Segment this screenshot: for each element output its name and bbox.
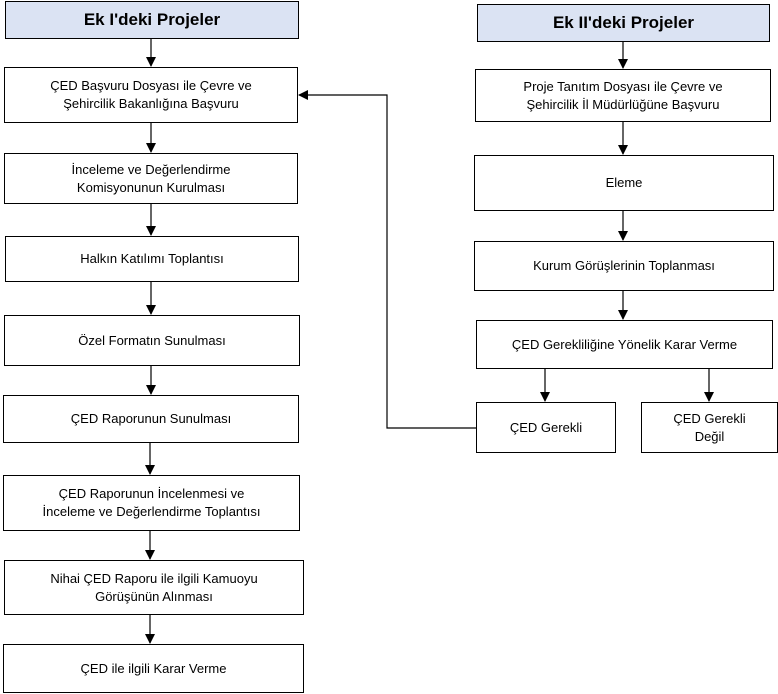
left-header: Ek I'deki Projeler — [5, 1, 299, 39]
left-step-3: Halkın Katılımı Toplantısı — [5, 236, 299, 282]
left-step-3-label: Halkın Katılımı Toplantısı — [80, 251, 224, 266]
left-step-8-label: ÇED ile ilgili Karar Verme — [80, 660, 227, 676]
left-step-7-label: Nihai ÇED Raporu ile ilgili Kamuoyu Görü… — [50, 570, 258, 604]
right-step-4-label: ÇED Gerekliliğine Yönelik Karar Verme — [511, 336, 738, 352]
left-step-7: Nihai ÇED Raporu ile ilgili Kamuoyu Görü… — [4, 560, 304, 615]
outcome-required-label: ÇED Gerekli — [509, 419, 583, 435]
right-step-2: Eleme — [474, 155, 774, 211]
right-step-4: ÇED Gerekliliğine Yönelik Karar Verme — [476, 320, 773, 369]
left-step-4-label: Özel Formatın Sunulması — [78, 332, 226, 348]
right-step-3-label: Kurum Görüşlerinin Toplanması — [533, 258, 715, 273]
outcome-not-required: ÇED Gerekli Değil — [641, 402, 778, 453]
outcome-required: ÇED Gerekli — [476, 402, 616, 453]
left-step-5: ÇED Raporunun Sunulması — [3, 395, 299, 443]
left-step-8: ÇED ile ilgili Karar Verme — [3, 644, 304, 693]
left-step-1-label: ÇED Başvuru Dosyası ile Çevre ve Şehirci… — [50, 78, 252, 111]
left-step-1: ÇED Başvuru Dosyası ile Çevre ve Şehirci… — [4, 67, 298, 123]
right-header-label: Ek II'deki Projeler — [552, 13, 695, 32]
left-step-2: İnceleme ve Değerlendirme Komisyonunun K… — [4, 153, 298, 204]
outcome-not-required-label: ÇED Gerekli Değil — [673, 410, 746, 444]
left-step-4: Özel Formatın Sunulması — [4, 315, 300, 366]
right-step-3: Kurum Görüşlerinin Toplanması — [474, 241, 774, 291]
left-header-label: Ek I'deki Projeler — [83, 10, 221, 29]
right-header: Ek II'deki Projeler — [477, 4, 770, 42]
right-step-2-label: Eleme — [605, 175, 643, 190]
left-step-5-label: ÇED Raporunun Sunulması — [70, 411, 232, 426]
left-step-2-label: İnceleme ve Değerlendirme Komisyonunun K… — [71, 161, 231, 195]
right-step-1: Proje Tanıtım Dosyası ile Çevre ve Şehir… — [475, 69, 771, 122]
left-step-6: ÇED Raporunun İncelenmesi ve İnceleme ve… — [3, 475, 300, 531]
right-step-1-label: Proje Tanıtım Dosyası ile Çevre ve Şehir… — [523, 78, 723, 112]
left-step-6-label: ÇED Raporunun İncelenmesi ve İnceleme ve… — [42, 486, 261, 519]
arrow-required-to-left-step-1 — [298, 90, 476, 429]
